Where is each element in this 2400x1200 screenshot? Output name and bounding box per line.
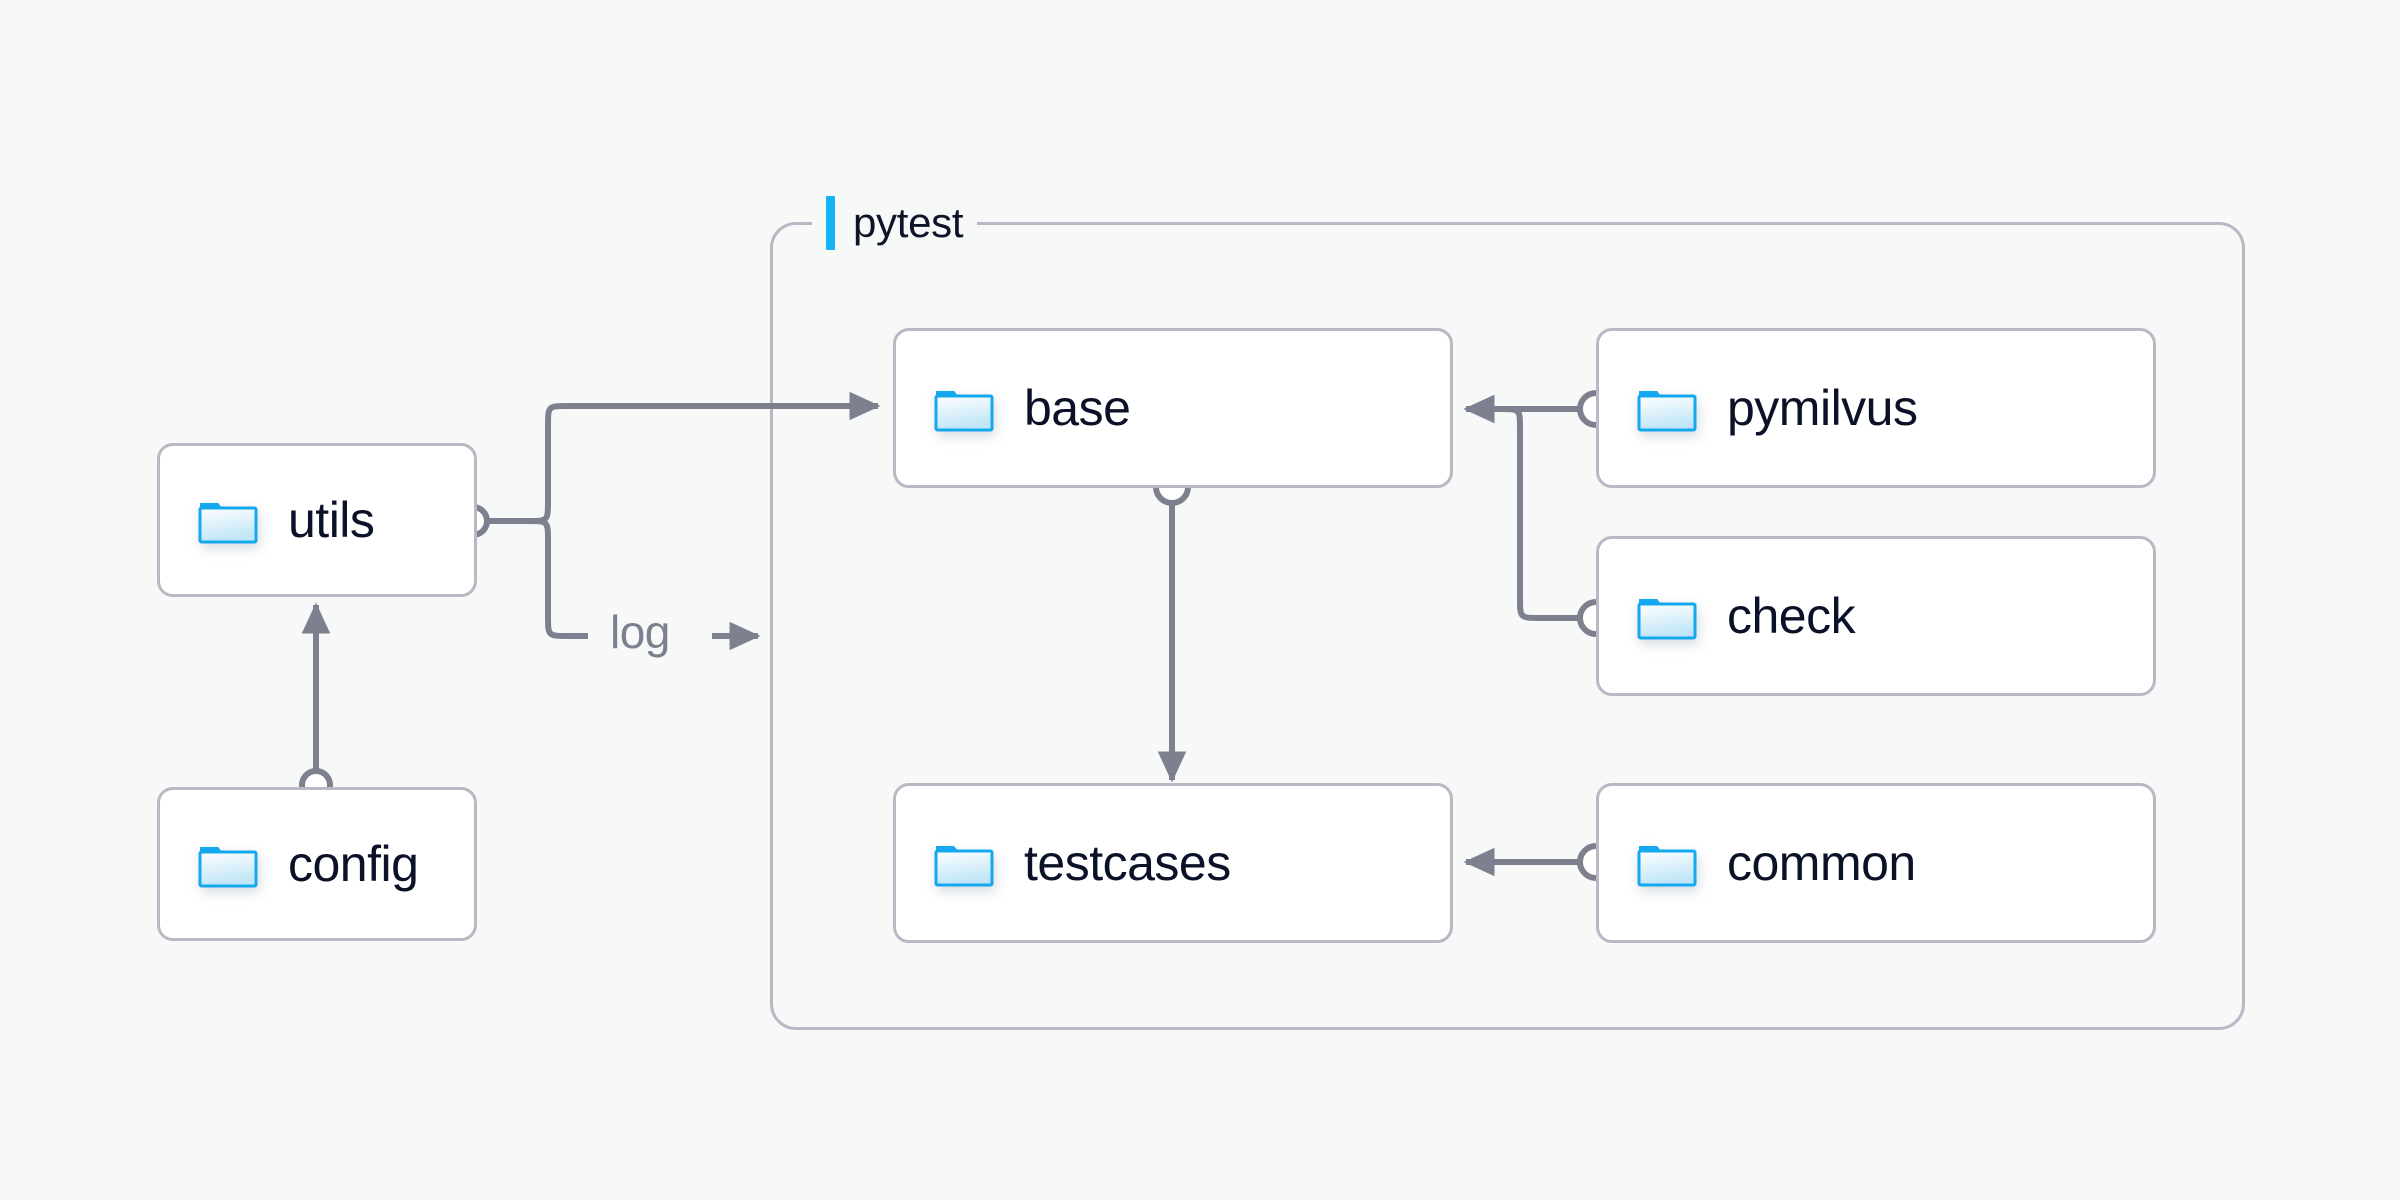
folder-icon (934, 838, 994, 888)
node-label-utils: utils (288, 492, 375, 548)
edge-label-log: log (602, 609, 678, 655)
group-accent-bar-icon (826, 196, 835, 250)
node-check[interactable]: check (1596, 536, 2156, 696)
node-label-testcases: testcases (1024, 835, 1231, 891)
folder-icon (198, 839, 258, 889)
node-testcases[interactable]: testcases (893, 783, 1453, 943)
node-base[interactable]: base (893, 328, 1453, 488)
group-label-text: pytest (853, 199, 964, 246)
folder-icon (1637, 383, 1697, 433)
edge-utils-log (527, 518, 588, 639)
folder-icon (934, 383, 994, 433)
folder-icon (1637, 591, 1697, 641)
node-label-config: config (288, 836, 419, 892)
node-label-base: base (1024, 380, 1131, 436)
folder-icon (198, 495, 258, 545)
node-label-common: common (1727, 835, 1916, 891)
folder-icon (1637, 838, 1697, 888)
node-label-pymilvus: pymilvus (1727, 380, 1918, 436)
node-utils[interactable]: utils (157, 443, 477, 597)
node-common[interactable]: common (1596, 783, 2156, 943)
group-container-pytest[interactable] (770, 222, 2245, 1030)
node-config[interactable]: config (157, 787, 477, 941)
node-label-check: check (1727, 588, 1856, 644)
group-label-pytest[interactable]: pytest (812, 196, 978, 250)
node-pymilvus[interactable]: pymilvus (1596, 328, 2156, 488)
